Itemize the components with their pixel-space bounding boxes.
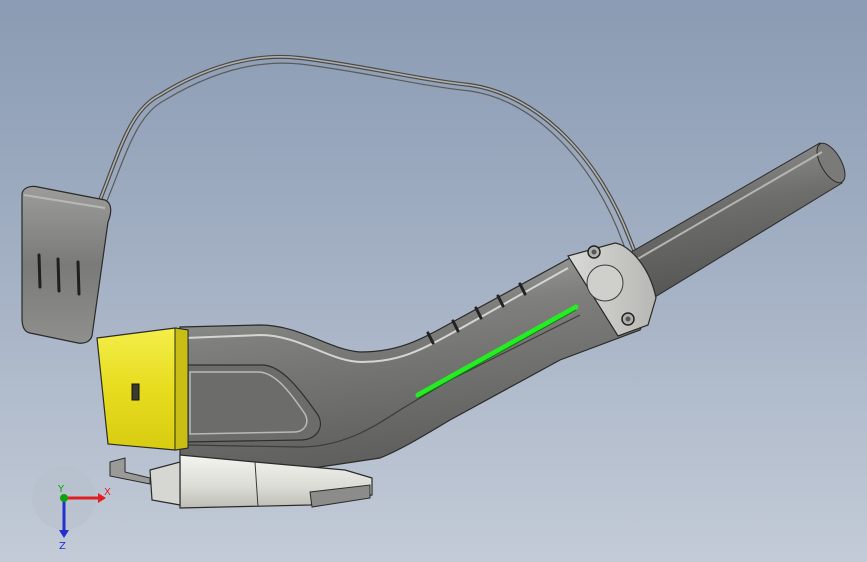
connector-inlet[interactable] <box>96 327 189 451</box>
cable <box>599 142 846 301</box>
y-axis-dot <box>60 494 68 502</box>
tether-strap <box>98 54 650 291</box>
indicator-light-strip <box>415 304 579 398</box>
connector-handle[interactable] <box>179 242 657 471</box>
x-axis-label: X <box>104 487 111 498</box>
cap-vent-slots <box>37 253 81 296</box>
axis-triad: X Y Z <box>32 466 111 552</box>
protective-cap[interactable] <box>21 185 112 344</box>
x-axis-arrow <box>98 493 106 503</box>
z-axis-label: Z <box>59 541 66 552</box>
inlet-slot <box>131 383 140 401</box>
y-axis-label: Y <box>57 484 65 495</box>
nozzle-latch[interactable] <box>109 454 373 509</box>
vent-slots <box>426 282 527 345</box>
z-axis-arrow <box>59 530 69 538</box>
